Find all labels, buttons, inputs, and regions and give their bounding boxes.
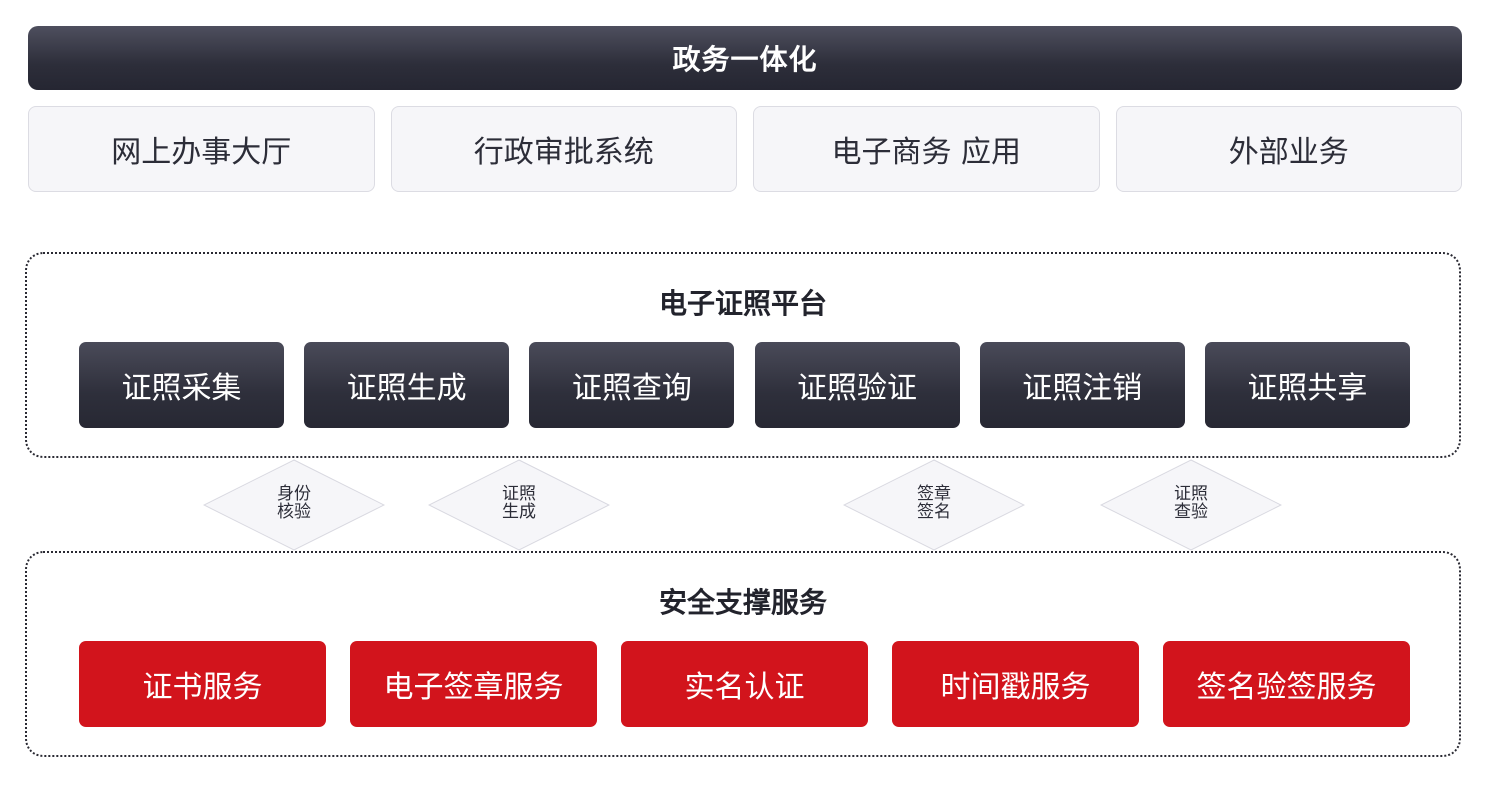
connector-identity-check: 身份 核验 xyxy=(203,459,385,551)
connector-line1: 证照 xyxy=(502,484,536,504)
security-service-row: 证书服务 电子签章服务 实名认证 时间戳服务 签名验签服务 xyxy=(79,641,1410,727)
license-item-label: 证照共享 xyxy=(1247,371,1368,406)
banner-title: 政务一体化 xyxy=(672,43,818,76)
license-item-label: 证照查询 xyxy=(571,371,692,406)
top-banner: 政务一体化 xyxy=(28,26,1462,90)
certificate-service-box: 证书服务 xyxy=(79,641,326,727)
license-platform-title: 电子证照平台 xyxy=(658,287,827,320)
connector-line1: 身份 xyxy=(277,484,311,504)
real-name-auth-box: 实名认证 xyxy=(621,641,868,727)
license-cancel-box: 证照注销 xyxy=(979,342,1185,428)
diamond-shape xyxy=(203,459,385,551)
license-share-box: 证照共享 xyxy=(1204,342,1410,428)
license-query-box: 证照查询 xyxy=(529,342,735,428)
service-label: 时间戳服务 xyxy=(940,670,1091,705)
connector-label: 证照 生成 xyxy=(428,485,610,521)
security-services-panel: 安全支撑服务 证书服务 电子签章服务 实名认证 时间戳服务 签名验签服务 xyxy=(25,551,1461,757)
diamond-shape xyxy=(1100,459,1282,551)
connector-label: 证照 查验 xyxy=(1100,485,1282,521)
connector-line2: 核验 xyxy=(277,502,311,522)
connector-line1: 签章 xyxy=(917,484,951,504)
service-label: 签名验签服务 xyxy=(1196,670,1377,705)
license-item-label: 证照注销 xyxy=(1022,371,1143,406)
service-label: 实名认证 xyxy=(684,670,805,705)
connector-label: 身份 核验 xyxy=(203,485,385,521)
diamond-shape xyxy=(428,459,610,551)
sign-verify-service-box: 签名验签服务 xyxy=(1163,641,1410,727)
timestamp-service-box: 时间戳服务 xyxy=(892,641,1139,727)
license-platform-panel: 电子证照平台 证照采集 证照生成 证照查询 证照验证 证照注销 证照共享 xyxy=(25,252,1461,458)
connector-line2: 生成 xyxy=(502,502,536,522)
connector-line2: 查验 xyxy=(1174,502,1208,522)
license-item-label: 证照生成 xyxy=(346,371,467,406)
security-services-title: 安全支撑服务 xyxy=(658,586,827,619)
app-box-external: 外部业务 xyxy=(1115,106,1462,192)
license-function-row: 证照采集 证照生成 证照查询 证照验证 证照注销 证照共享 xyxy=(79,342,1410,428)
license-verify-box: 证照验证 xyxy=(754,342,960,428)
diamond-shape xyxy=(843,459,1025,551)
connector-seal-sign: 签章 签名 xyxy=(843,459,1025,551)
app-label: 网上办事大厅 xyxy=(111,135,292,170)
app-box-approval-system: 行政审批系统 xyxy=(390,106,737,192)
license-collect-box: 证照采集 xyxy=(79,342,284,428)
application-row: 网上办事大厅 行政审批系统 电子商务 应用 外部业务 xyxy=(28,106,1462,192)
connector-line2: 签名 xyxy=(917,502,951,522)
license-item-label: 证照采集 xyxy=(121,371,242,406)
app-label: 电子商务 应用 xyxy=(831,135,1022,170)
app-box-ecommerce: 电子商务 应用 xyxy=(753,106,1100,192)
connector-label: 签章 签名 xyxy=(843,485,1025,521)
connector-license-generate: 证照 生成 xyxy=(428,459,610,551)
connector-line1: 证照 xyxy=(1174,484,1208,504)
app-label: 行政审批系统 xyxy=(473,135,654,170)
connector-license-inspect: 证照 查验 xyxy=(1100,459,1282,551)
license-item-label: 证照验证 xyxy=(797,371,918,406)
app-label: 外部业务 xyxy=(1228,135,1349,170)
app-box-online-hall: 网上办事大厅 xyxy=(28,106,375,192)
service-label: 证书服务 xyxy=(142,670,263,705)
license-generate-box: 证照生成 xyxy=(304,342,510,428)
e-seal-service-box: 电子签章服务 xyxy=(350,641,597,727)
service-label: 电子签章服务 xyxy=(383,670,564,705)
